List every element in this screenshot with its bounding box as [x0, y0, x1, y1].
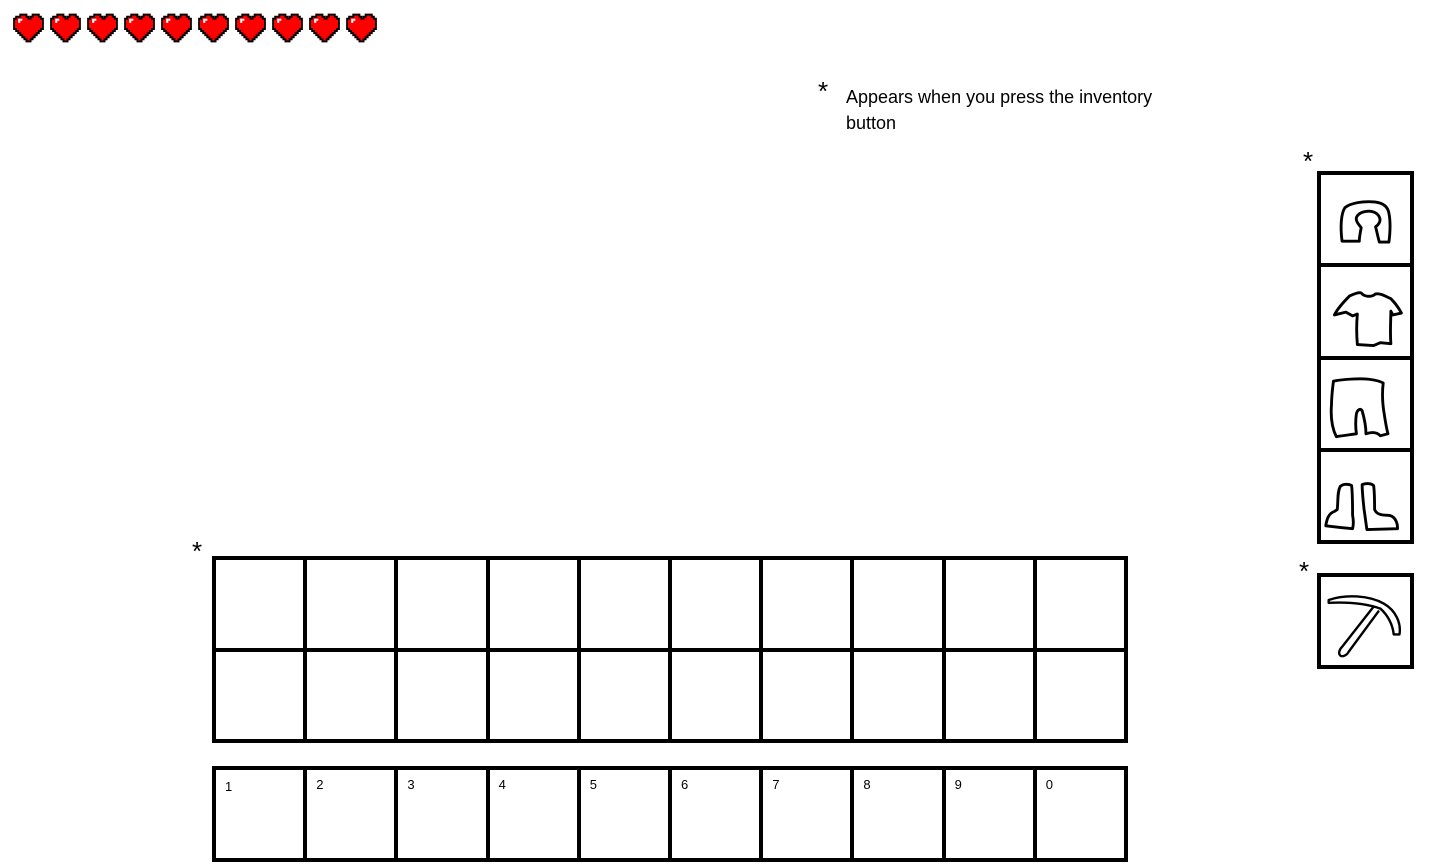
inventory-slot[interactable] — [1036, 651, 1124, 739]
heart-icon — [272, 13, 303, 43]
inventory-slot[interactable] — [854, 560, 942, 648]
armor-slot-chestplate[interactable] — [1321, 267, 1410, 356]
inventory-slot[interactable] — [489, 651, 577, 739]
heart-icon — [235, 13, 266, 43]
hotbar-slot-number: 6 — [680, 777, 689, 792]
armor-slot-helmet[interactable] — [1321, 175, 1410, 264]
heart-icon — [13, 13, 44, 43]
hotbar-slot[interactable]: 9 — [945, 770, 1033, 858]
hotbar-slot[interactable]: 4 — [489, 770, 577, 858]
inventory-slot[interactable] — [854, 651, 942, 739]
tool-asterisk: * — [1299, 556, 1310, 586]
chestplate-icon — [1332, 291, 1403, 348]
heart-icon — [50, 13, 81, 43]
inventory-slot[interactable] — [307, 560, 395, 648]
hotbar-slot-number: 8 — [863, 777, 871, 792]
heart-icon — [87, 13, 118, 43]
inventory-slot[interactable] — [671, 560, 760, 648]
inventory-slot[interactable] — [763, 651, 851, 739]
inventory-grid — [212, 556, 1128, 743]
inventory-slot[interactable] — [580, 560, 668, 648]
hotbar-slot-number: 9 — [954, 777, 962, 792]
hotbar-slot-number: 1 — [225, 779, 233, 794]
hotbar-slot[interactable]: 7 — [763, 770, 851, 858]
inventory-slot[interactable] — [671, 651, 760, 739]
hotbar-slot[interactable]: 8 — [854, 770, 942, 858]
hotbar-slot-number: 4 — [498, 777, 506, 792]
heart-icon — [124, 13, 155, 43]
heart-icon — [161, 13, 192, 43]
inventory-slot[interactable] — [216, 560, 304, 648]
hotbar-slot[interactable]: 2 — [307, 770, 395, 858]
inventory-slot[interactable] — [216, 651, 304, 739]
hotbar-slot[interactable]: 1 — [216, 770, 304, 858]
heart-icon — [198, 13, 229, 43]
armor-asterisk: * — [1303, 146, 1314, 176]
hotbar-slot[interactable]: 6 — [671, 770, 760, 858]
inventory-slot[interactable] — [763, 560, 851, 648]
inventory-slot[interactable] — [945, 651, 1033, 739]
tool-slot — [1317, 573, 1414, 669]
inventory-asterisk: * — [192, 536, 203, 566]
inventory-slot[interactable] — [945, 560, 1033, 648]
inventory-slot[interactable] — [307, 651, 395, 739]
boots-icon — [1324, 481, 1399, 531]
note-asterisk: * — [818, 76, 829, 106]
inventory-slot[interactable] — [580, 651, 668, 739]
armor-slot-boots[interactable] — [1321, 451, 1410, 540]
pickaxe-icon — [1327, 595, 1402, 658]
leggings-icon — [1329, 376, 1390, 438]
hotbar-slot-number: 5 — [589, 777, 598, 792]
hotbar-slot-number: 0 — [1045, 777, 1054, 792]
health-bar — [12, 10, 378, 46]
hotbar-slot-number: 2 — [316, 777, 324, 792]
inventory-slot[interactable] — [489, 560, 577, 648]
inventory-slot[interactable] — [398, 560, 486, 648]
hotbar: 1 2 3 4 5 6 7 8 9 0 — [212, 766, 1128, 862]
hotbar-slot-number: 3 — [407, 777, 415, 792]
helmet-icon — [1339, 200, 1392, 244]
inventory-slot[interactable] — [1036, 560, 1124, 648]
heart-icon — [309, 13, 340, 43]
armor-slot-leggings[interactable] — [1321, 359, 1410, 448]
armor-slots — [1317, 171, 1414, 544]
hotbar-slot[interactable]: 0 — [1036, 770, 1124, 858]
heart-icon — [346, 13, 377, 43]
tool-slot-pickaxe[interactable] — [1321, 577, 1410, 665]
inventory-note: Appears when you press the inventory but… — [846, 87, 1153, 133]
inventory-slot[interactable] — [398, 651, 486, 739]
hotbar-slot[interactable]: 5 — [580, 770, 668, 858]
hotbar-slot[interactable]: 3 — [398, 770, 486, 858]
hotbar-slot-number: 7 — [772, 777, 780, 792]
